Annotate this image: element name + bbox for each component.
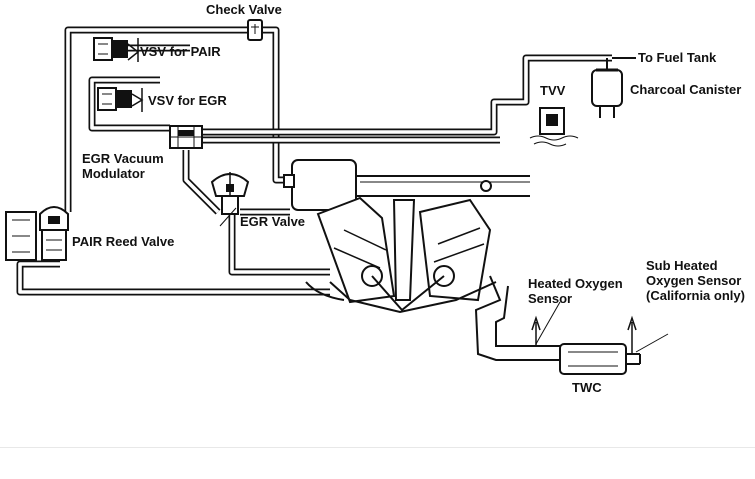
exhaust-system bbox=[474, 275, 641, 375]
egr-valve bbox=[210, 172, 250, 215]
egr-vacuum-modulator-line2: Modulator bbox=[82, 166, 145, 181]
tvv bbox=[529, 107, 579, 147]
sub-heated-oxygen-sensor-label: Sub Heated Oxygen Sensor (California onl… bbox=[646, 258, 745, 303]
bottom-strip bbox=[0, 447, 755, 479]
leader-lines bbox=[219, 207, 669, 353]
egr-vacuum-modulator bbox=[169, 125, 203, 149]
heated-oxygen-sensor-line1: Heated Oxygen bbox=[528, 276, 623, 291]
sub-heated-line1: Sub Heated bbox=[646, 258, 718, 273]
egr-valve-label: EGR Valve bbox=[240, 214, 305, 229]
intake-manifold bbox=[283, 159, 530, 211]
engine-block bbox=[305, 196, 497, 314]
charcoal-canister-label: Charcoal Canister bbox=[630, 82, 741, 97]
pair-reed-valve-label: PAIR Reed Valve bbox=[72, 234, 174, 249]
vsv-egr bbox=[97, 87, 144, 112]
sub-heated-line2: Oxygen Sensor bbox=[646, 273, 741, 288]
heated-oxygen-sensor-line2: Sensor bbox=[528, 291, 572, 306]
pair-reed-valve bbox=[5, 206, 69, 261]
vsv-egr-label: VSV for EGR bbox=[148, 93, 227, 108]
vsv-pair bbox=[93, 37, 140, 62]
tvv-label: TVV bbox=[540, 83, 566, 98]
vsv-pair-label: VSV for PAIR bbox=[140, 44, 221, 59]
sub-heated-line3: (California only) bbox=[646, 288, 745, 303]
twc-label: TWC bbox=[572, 380, 602, 395]
egr-vacuum-modulator-line1: EGR Vacuum bbox=[82, 151, 164, 166]
check-valve bbox=[247, 19, 263, 41]
vacuum-hoses bbox=[16, 26, 612, 296]
charcoal-canister bbox=[591, 57, 636, 118]
check-valve-label: Check Valve bbox=[206, 2, 282, 17]
egr-vacuum-modulator-label: EGR Vacuum Modulator bbox=[82, 151, 167, 181]
to-fuel-tank-label: To Fuel Tank bbox=[638, 50, 717, 65]
heated-oxygen-sensor-label: Heated Oxygen Sensor bbox=[528, 276, 626, 306]
